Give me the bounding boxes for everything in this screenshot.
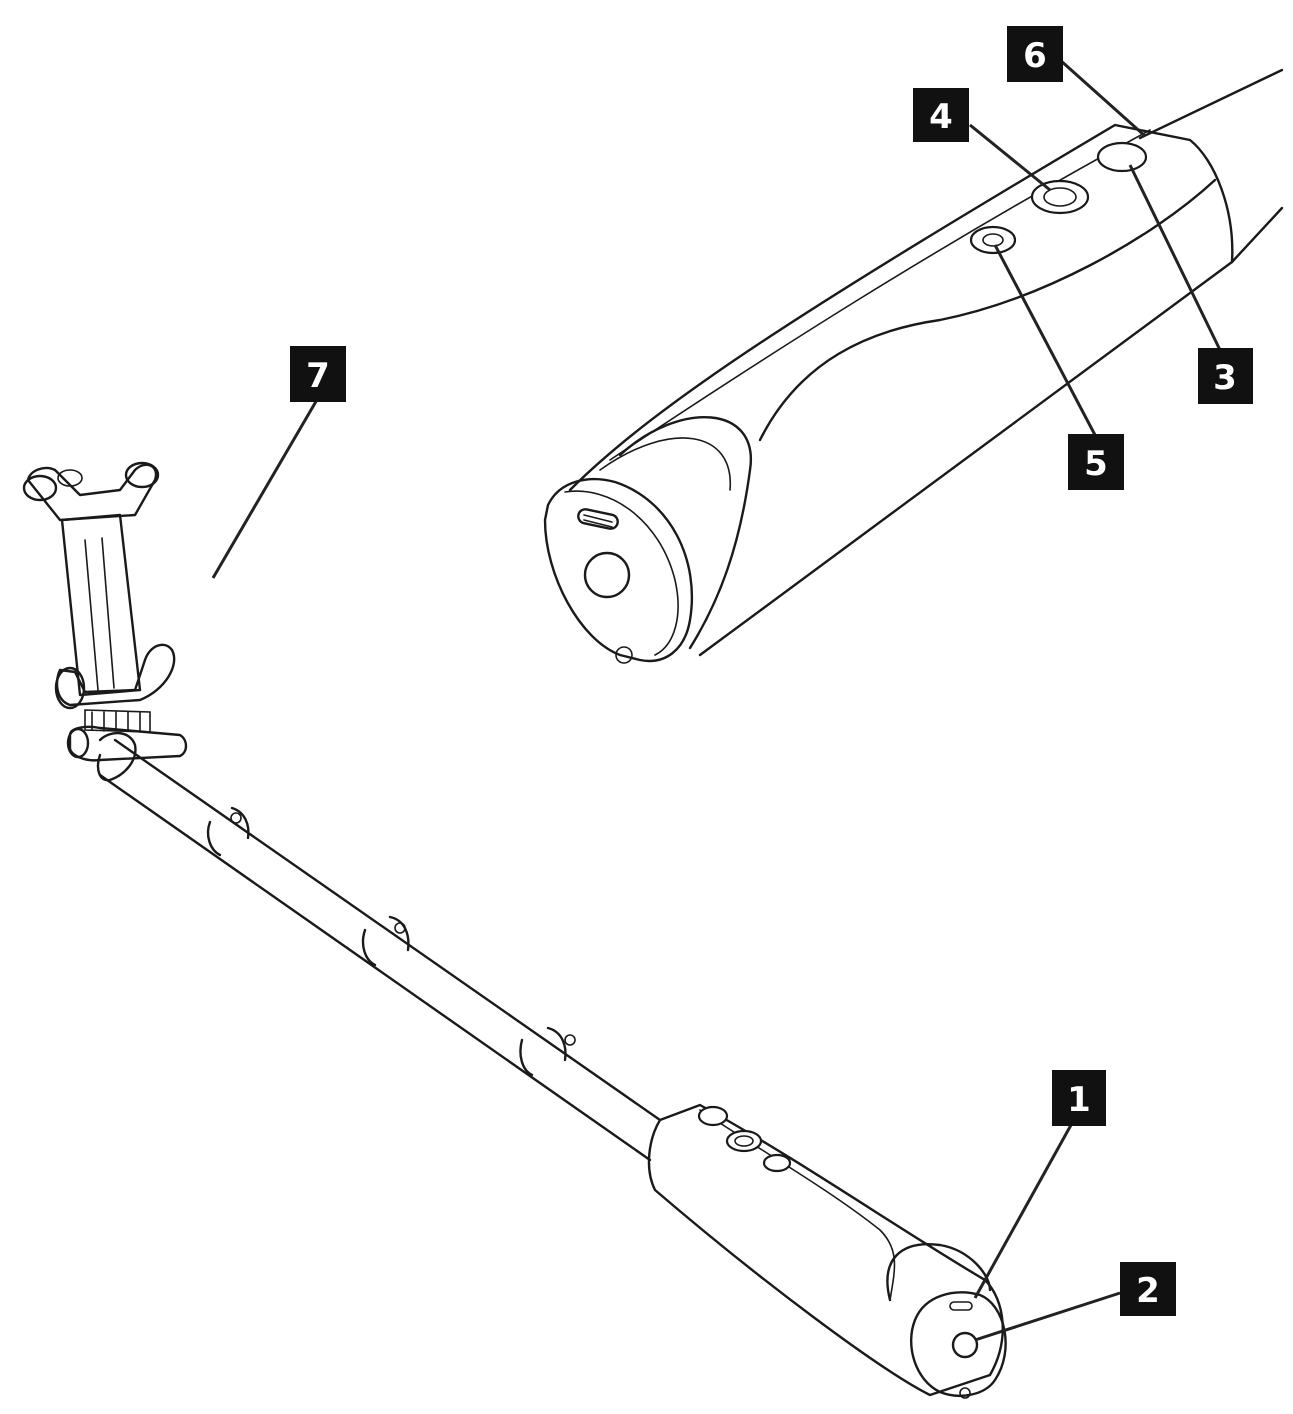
handle-closeup (543, 68, 1284, 664)
callout-6: 6 (1007, 26, 1063, 82)
callout-1: 1 (1052, 1070, 1106, 1126)
callout-5: 5 (1068, 434, 1124, 490)
callout-label-2: 2 (1136, 1271, 1160, 1311)
callout-label-7: 7 (306, 356, 330, 396)
callout-7: 7 (290, 346, 346, 402)
selfie-stick (22, 461, 1007, 1399)
closeup-button-3 (1096, 141, 1148, 173)
callout-3: 3 (1198, 348, 1253, 404)
callout-label-5: 5 (1084, 444, 1108, 484)
callout-label-4: 4 (929, 97, 953, 137)
callout-label-3: 3 (1213, 358, 1237, 398)
callout-lines (211, 58, 1222, 1342)
closeup-button-5 (969, 225, 1017, 255)
callout-4: 4 (913, 88, 969, 142)
callout-label-1: 1 (1067, 1080, 1091, 1120)
callout-label-6: 6 (1023, 36, 1047, 76)
callout-2: 2 (1120, 1262, 1176, 1316)
closeup-button-4 (1030, 179, 1090, 215)
